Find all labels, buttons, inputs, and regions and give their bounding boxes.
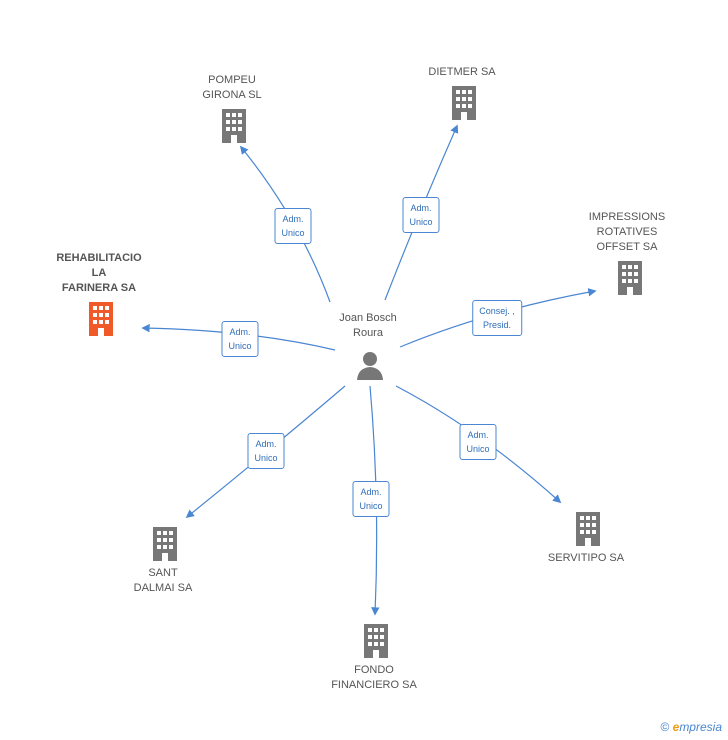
brand-initial: e: [672, 720, 680, 734]
brand-name: mpresia: [679, 720, 722, 734]
person-icon[interactable]: [356, 351, 384, 380]
building-icon: [153, 527, 177, 561]
building-icon: [576, 512, 600, 546]
building-icon: [364, 624, 388, 658]
relation-badge-dietmer: Adm. Unico: [402, 197, 440, 233]
building-icon: [618, 261, 642, 295]
company-label-impressions[interactable]: IMPRESSIONS ROTATIVES OFFSET SA: [588, 211, 666, 253]
person-name[interactable]: Joan Bosch Roura: [339, 312, 397, 339]
relation-badge-servitipo: Adm. Unico: [459, 424, 497, 460]
company-label-pompeu[interactable]: POMPEU GIRONA SL: [202, 74, 262, 101]
copyright-symbol: ©: [660, 720, 670, 734]
building-icon: [452, 86, 476, 120]
company-label-rehab[interactable]: REHABILITACIO LA FARINERA SA: [56, 252, 142, 294]
relation-badge-pompeu: Adm. Unico: [274, 208, 312, 244]
relation-badge-sant: Adm. Unico: [247, 433, 285, 469]
brand-footer: © empresia: [660, 720, 722, 734]
company-label-dietmer[interactable]: DIETMER SA: [428, 66, 496, 78]
company-label-fondo[interactable]: FONDO FINANCIERO SA: [331, 664, 417, 691]
building-icon: [222, 109, 246, 143]
company-label-sant[interactable]: SANT DALMAI SA: [133, 567, 193, 594]
relation-badge-impressions: Consej. , Presid.: [472, 300, 522, 336]
relation-badge-fondo: Adm. Unico: [352, 481, 390, 517]
company-label-servitipo[interactable]: SERVITIPO SA: [547, 552, 625, 564]
relation-badge-rehab: Adm. Unico: [221, 321, 259, 357]
building-icon: [89, 302, 113, 336]
